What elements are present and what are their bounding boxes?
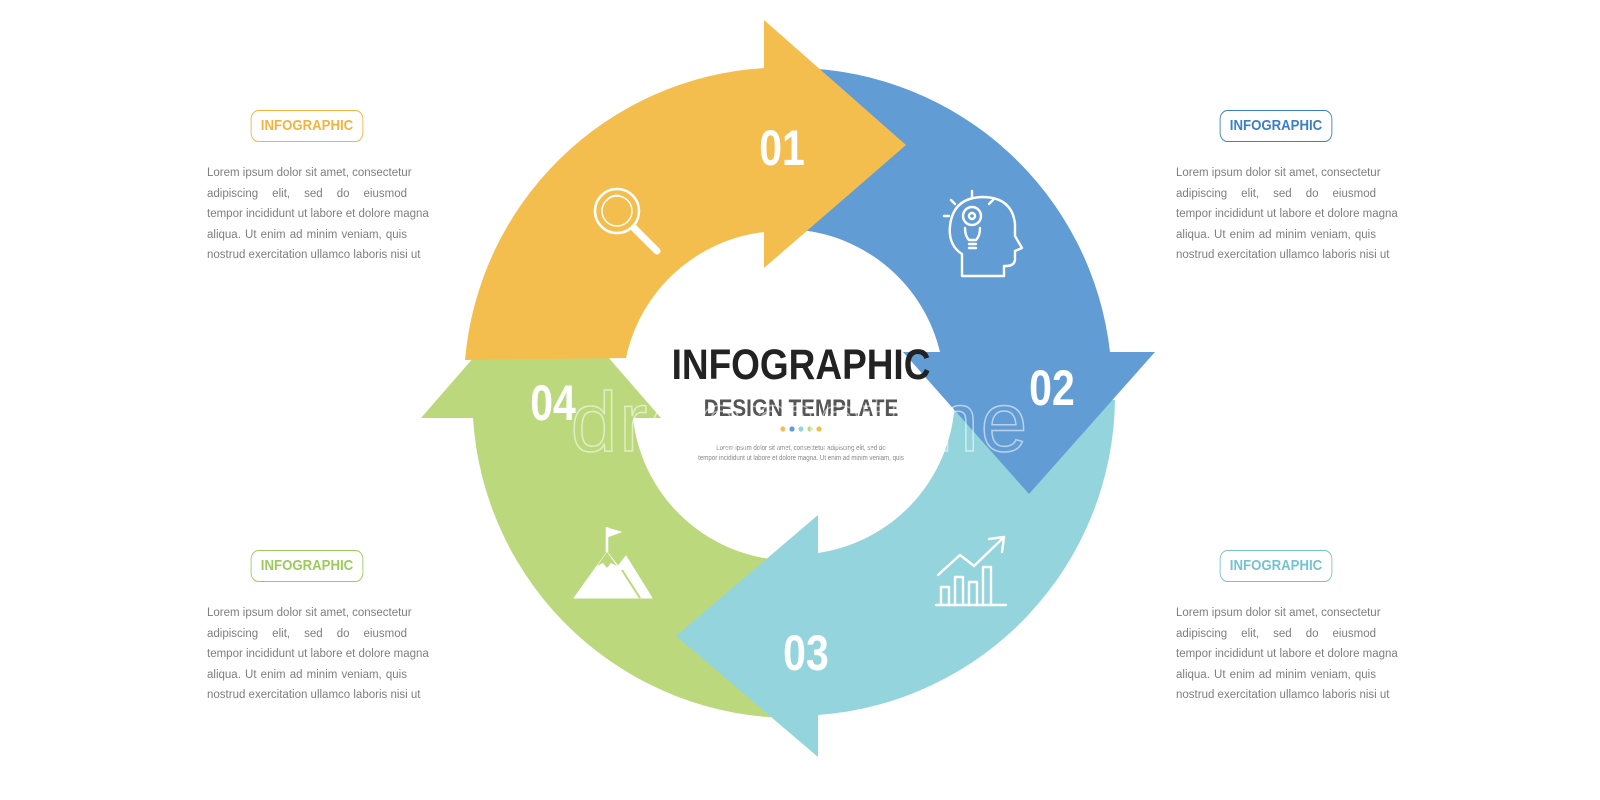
color-dot	[780, 426, 786, 432]
description-line: nostrud exercitation ullamco laboris nis…	[207, 249, 421, 261]
panel-top-left: INFOGRAPHIC Lorem ipsum dolor sit amet, …	[207, 110, 429, 266]
description-line: tempor incididunt ut labore et dolore ma…	[1176, 648, 1398, 660]
center-subtitle: DESIGN TEMPLATE	[704, 395, 899, 422]
watermark: dreamstime	[571, 375, 1030, 469]
panel-label: INFOGRAPHIC	[250, 110, 364, 142]
description-line: Lorem ipsum dolor sit amet, consectetur	[207, 167, 412, 179]
center-title: INFOGRAPHIC	[672, 341, 931, 388]
panel-bottom-right: INFOGRAPHIC Lorem ipsum dolor sit amet, …	[1176, 550, 1398, 706]
description-line: Lorem ipsum dolor sit amet, consectetur	[207, 607, 412, 619]
description-line: tempor incididunt ut labore et dolore ma…	[207, 208, 429, 220]
step-number-04: 04	[530, 375, 576, 431]
step-number-02: 02	[1029, 360, 1075, 416]
step-number-01: 01	[759, 120, 805, 176]
growth-chart-icon	[934, 535, 1008, 607]
panel-description: Lorem ipsum dolor sit amet, consectetur …	[207, 163, 429, 266]
description-line: aliqua. Ut enim ad minim veniam, quis	[207, 228, 407, 241]
description-line: aliqua. Ut enim ad minim veniam, quis	[207, 668, 407, 681]
description-line: adipiscing elit, sed do eiusmod	[207, 627, 407, 640]
panel-label: INFOGRAPHIC	[1219, 550, 1333, 582]
panel-label: INFOGRAPHIC	[1219, 110, 1333, 142]
description-line: aliqua. Ut enim ad minim veniam, quis	[1176, 668, 1376, 681]
panel-top-right: INFOGRAPHIC Lorem ipsum dolor sit amet, …	[1176, 110, 1398, 266]
description-line: aliqua. Ut enim ad minim veniam, quis	[1176, 228, 1376, 241]
description-line: adipiscing elit, sed do eiusmod	[1176, 187, 1376, 200]
description-line: adipiscing elit, sed do eiusmod	[207, 187, 407, 200]
description-line: Lorem ipsum dolor sit amet, consectetur	[1176, 167, 1381, 179]
magnifier-icon	[593, 187, 661, 255]
description-line: Lorem ipsum dolor sit amet, consectetur	[1176, 607, 1381, 619]
color-dot	[807, 426, 813, 432]
description-line: adipiscing elit, sed do eiusmod	[1176, 627, 1376, 640]
color-dot	[798, 426, 804, 432]
segment-01	[465, 20, 906, 360]
description-line: nostrud exercitation ullamco laboris nis…	[1176, 249, 1390, 261]
color-dot	[816, 426, 822, 432]
panel-description: Lorem ipsum dolor sit amet, consectetur …	[1176, 603, 1398, 706]
segment-03	[676, 395, 1115, 757]
description-line: tempor incididunt ut labore et dolore ma…	[1176, 208, 1398, 220]
color-dots	[780, 426, 822, 432]
segment-02	[800, 68, 1155, 494]
panel-description: Lorem ipsum dolor sit amet, consectetur …	[1176, 163, 1398, 266]
center-caption-line: Lorem ipsum dolor sit amet, consectetur …	[716, 445, 886, 453]
step-number-03: 03	[783, 625, 829, 681]
idea-head-icon	[942, 189, 1024, 278]
panel-label: INFOGRAPHIC	[250, 550, 364, 582]
panel-bottom-left: INFOGRAPHIC Lorem ipsum dolor sit amet, …	[207, 550, 429, 706]
panel-description: Lorem ipsum dolor sit amet, consectetur …	[207, 603, 429, 706]
description-line: nostrud exercitation ullamco laboris nis…	[207, 689, 421, 701]
color-dot	[789, 426, 795, 432]
description-line: tempor incididunt ut labore et dolore ma…	[207, 648, 429, 660]
description-line: nostrud exercitation ullamco laboris nis…	[1176, 689, 1390, 701]
mountain-flag-icon	[573, 527, 653, 599]
center-caption-line: tempor incididunt ut labore et dolore ma…	[698, 455, 904, 463]
